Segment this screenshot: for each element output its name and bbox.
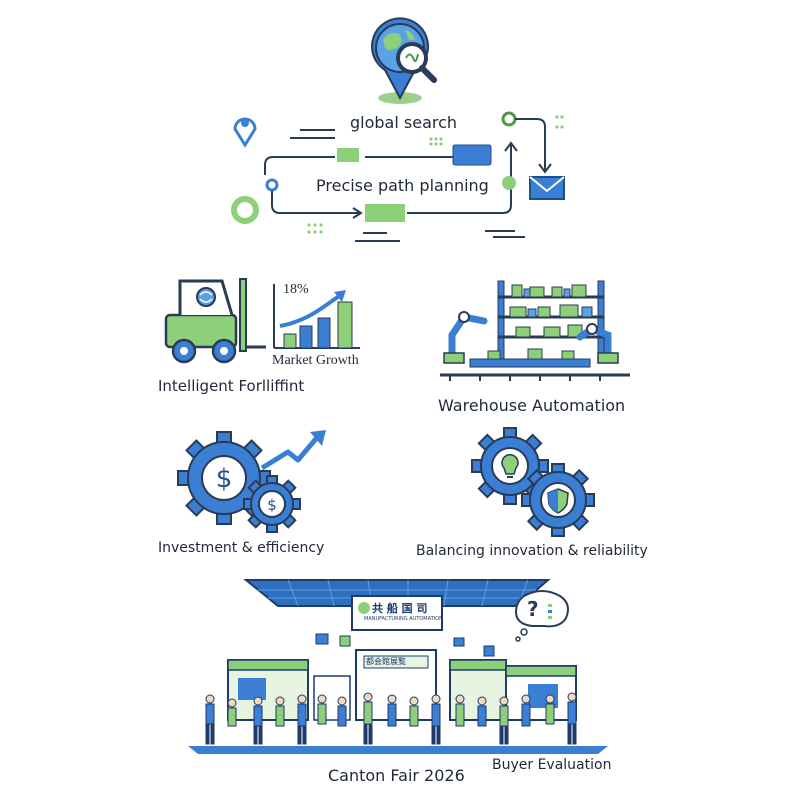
fair-banner-title: 共 船 国 司 — [372, 602, 428, 615]
balance-label: Balancing innovation & reliability — [416, 543, 648, 559]
growth-percent: 18% — [283, 282, 309, 297]
svg-text:$: $ — [216, 464, 233, 494]
mail-icon — [529, 176, 565, 200]
path-label: Precise path planning — [316, 176, 489, 195]
forklift-icon — [164, 278, 266, 364]
magnifier-icon — [396, 42, 437, 83]
booth-sign: 都会館展覧 — [366, 657, 406, 666]
shield-gear-icon — [521, 463, 595, 537]
growth-label: Market Growth — [272, 353, 359, 368]
investment-label: Investment & efficiency — [158, 540, 325, 556]
path-flow-diagram — [231, 111, 565, 242]
buyer-label: Buyer Evaluation — [492, 757, 612, 773]
fair-label: Canton Fair 2026 — [328, 766, 465, 785]
bar-chart-icon — [273, 284, 360, 349]
svg-text:$: $ — [267, 496, 277, 514]
search-label: global search — [350, 113, 458, 132]
gear-pair-icon — [471, 427, 595, 537]
question-mark: ? — [527, 597, 539, 621]
warehouse-icon — [440, 280, 630, 381]
forklift-label: Intelligent Forlliffint — [158, 377, 305, 395]
location-pin-icon — [233, 117, 257, 148]
warehouse-label: Warehouse Automation — [438, 396, 626, 415]
dollar-gear-icon: $ $ — [177, 430, 326, 533]
fair-banner-subtitle: MANUFACTURING AUTOMATION — [364, 616, 443, 622]
trade-fair-hall — [188, 579, 608, 754]
speech-bubble-icon — [514, 590, 569, 642]
